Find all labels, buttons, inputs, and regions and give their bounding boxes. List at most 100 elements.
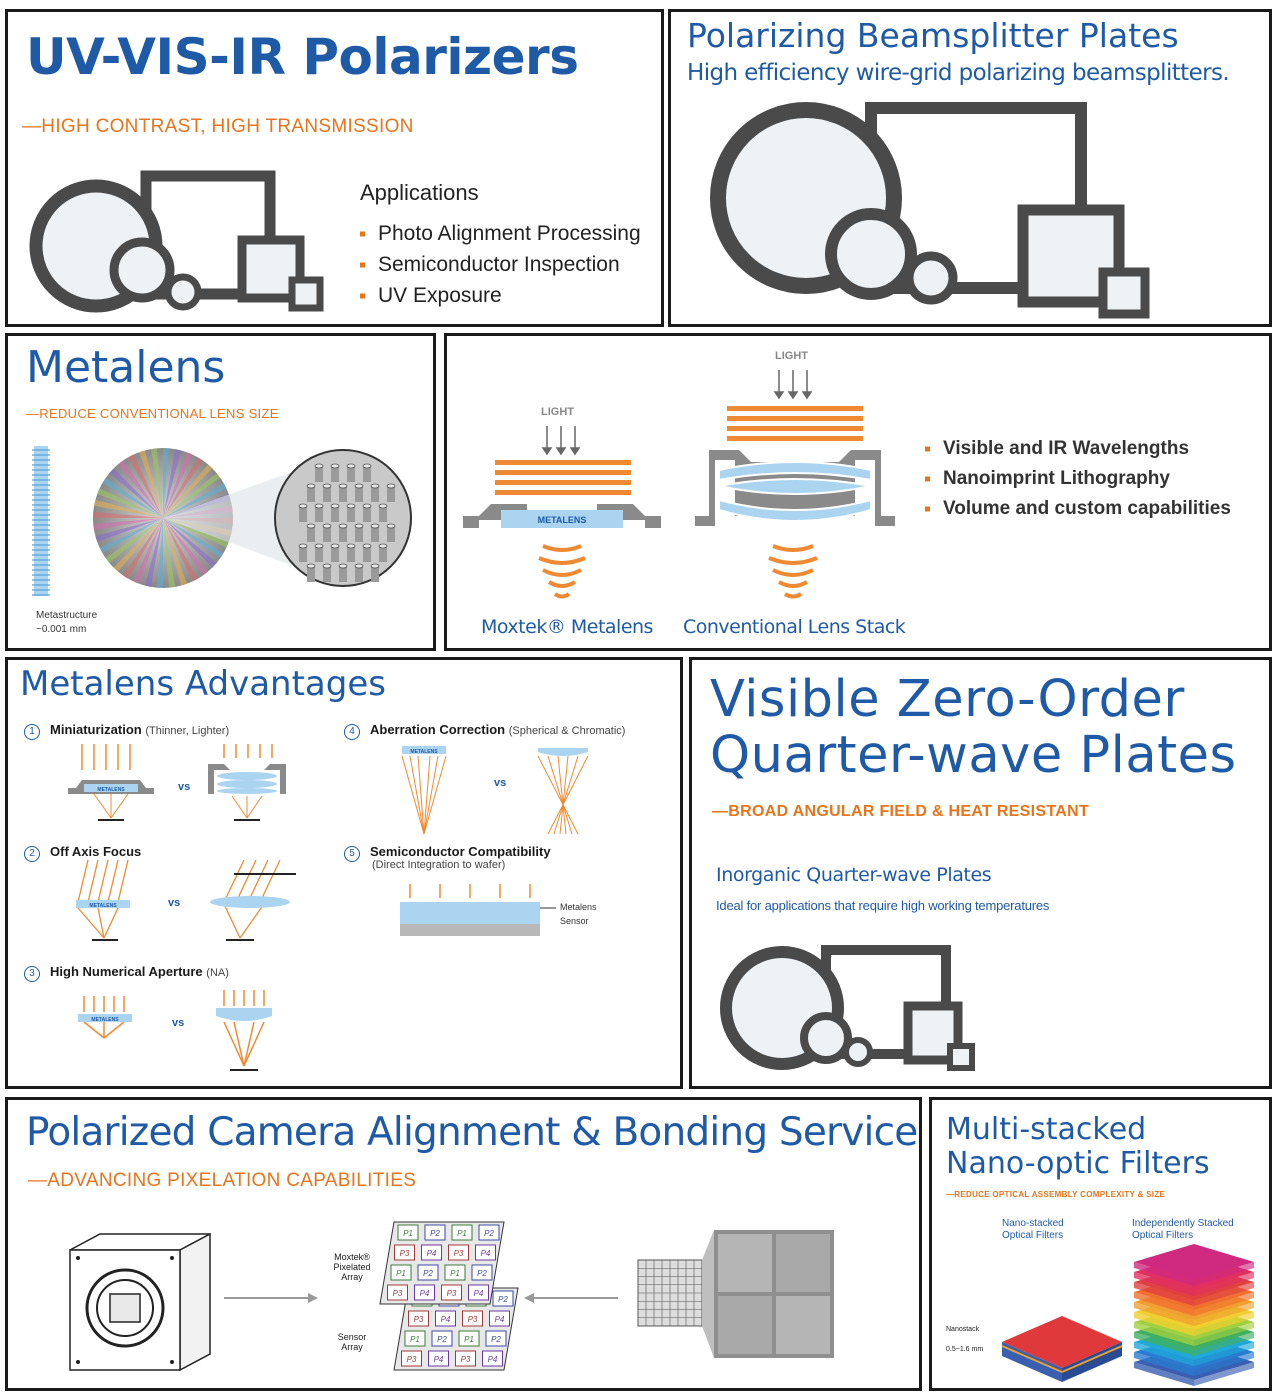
pixel-label: P3 [454, 1249, 464, 1258]
vs-label: vs [178, 781, 190, 793]
metalens-tag: METALENS [91, 1017, 119, 1023]
light-label: LIGHT [541, 406, 574, 418]
off-axis-diagram: METALENS vs [76, 859, 296, 941]
feature-item: Volume and custom capabilities [925, 494, 1231, 524]
camera-icon [69, 1232, 211, 1372]
item-label: Off Axis Focus [50, 844, 142, 859]
item-label: High Numerical Aperture [50, 964, 203, 979]
left-arrow-icon [524, 1293, 618, 1303]
item-number-badge: 3 [24, 966, 40, 982]
metastructure-size: ~0.001 mm [36, 624, 87, 635]
application-item: UV Exposure [360, 280, 641, 311]
vs-label: vs [494, 777, 506, 789]
independent-stack-label: Independently Stacked Optical Filters [1132, 1218, 1234, 1241]
item-number-badge: 2 [24, 846, 40, 862]
pixelated-array-label: Moxtek® Pixelated Array [333, 1252, 371, 1282]
camera-subtitle: —ADVANCING PIXELATION CAPABILITIES [28, 1170, 417, 1191]
pixel-label: P4 [434, 1355, 444, 1364]
quarter-wave-panel: Visible Zero-Order Quarter-wave Plates —… [689, 657, 1272, 1089]
beamsplitter-frames-image [710, 102, 1150, 319]
metalens-wafer-label: Metalens [560, 902, 597, 912]
pixel-label: P1 [457, 1229, 467, 1238]
metalens-title: Metalens [26, 342, 226, 393]
filters-title-line2: Nano-optic Filters [946, 1146, 1210, 1181]
pixel-label: P4 [427, 1249, 437, 1258]
metalens-diagram: METALENS [463, 426, 661, 599]
metastructure-label: Metastructure [36, 610, 98, 621]
pixel-label: P3 [400, 1249, 410, 1258]
beamsplitter-panel: Polarizing Beamsplitter Plates High effi… [668, 9, 1272, 327]
pixel-label: P1 [403, 1229, 413, 1238]
qwp-title-line1: Visible Zero-Order [710, 670, 1185, 729]
pixel-label: P1 [450, 1269, 460, 1278]
pixelated-array-diagram: P1P2P1P2P3P4P3P4P1P2P1P2P3P4P3P4P1P2P1P2… [379, 1221, 519, 1371]
sensor-wafer-label: Sensor [560, 916, 589, 926]
applications-heading: Applications [360, 180, 479, 205]
pixel-label: P3 [414, 1315, 424, 1324]
pixel-label: P4 [441, 1315, 451, 1324]
beamsplitter-subtitle: High efficiency wire-grid polarizing bea… [687, 60, 1230, 86]
advantage-item-miniaturization: 1 Miniaturization (Thinner, Lighter) [24, 722, 229, 740]
metastructure-scale-icon [32, 446, 50, 596]
item-note: (Direct Integration to wafer) [372, 859, 506, 871]
qwp-title-line2: Quarter-wave Plates [710, 726, 1237, 785]
pixel-label: P2 [423, 1269, 433, 1278]
item-note: (NA) [206, 967, 229, 979]
item-number-badge: 1 [24, 724, 40, 740]
application-item: Semiconductor Inspection [360, 249, 641, 280]
pixel-label: P3 [461, 1355, 471, 1364]
uv-polarizers-title: UV-VIS-IR Polarizers [26, 28, 579, 86]
sensor-array-label: Sensor Array [337, 1332, 367, 1352]
pixel-label: P3 [468, 1315, 478, 1324]
light-label: LIGHT [775, 350, 808, 362]
uv-polarizers-subtitle: —HIGH CONTRAST, HIGH TRANSMISSION [22, 116, 414, 137]
pixel-label: P2 [437, 1335, 447, 1344]
qwp-product-name: Inorganic Quarter-wave Plates [716, 864, 992, 886]
pixel-label: P4 [481, 1249, 491, 1258]
right-arrow-icon [224, 1293, 318, 1303]
feature-item: Visible and IR Wavelengths [925, 434, 1231, 464]
pixel-label: P2 [491, 1335, 501, 1344]
advantage-item-off-axis: 2 Off Axis Focus [24, 844, 141, 862]
nanostack-filter-image [1001, 1316, 1123, 1382]
beamsplitter-title: Polarizing Beamsplitter Plates [687, 16, 1179, 55]
pixel-label: P3 [447, 1289, 457, 1298]
numerical-aperture-diagram: METALENS vs [78, 990, 272, 1071]
nano-optic-filters-panel: Multi-stacked Nano-optic Filters —REDUCE… [929, 1097, 1272, 1391]
pixel-label: P3 [393, 1289, 403, 1298]
qwp-description: Ideal for applications that require high… [716, 898, 1050, 913]
metalens-panel: Metalens —REDUCE CONVENTIONAL LENS SIZE … [5, 333, 436, 651]
pixel-label: P1 [396, 1269, 406, 1278]
qwp-frames-image [720, 945, 975, 1071]
pixel-label: P4 [495, 1315, 505, 1324]
advantages-title: Metalens Advantages [20, 664, 386, 704]
metalens-advantages-panel: Metalens Advantages 1 Miniaturization (Th… [5, 657, 683, 1089]
item-label: Miniaturization [50, 722, 142, 737]
item-note: (Thinner, Lighter) [145, 725, 230, 737]
moxtek-metalens-caption: Moxtek® Metalens [481, 616, 653, 638]
metalens-tag: METALENS [89, 903, 117, 909]
camera-alignment-panel: Polarized Camera Alignment & Bonding Ser… [5, 1097, 922, 1391]
advantage-item-numerical-aperture: 3 High Numerical Aperture (NA) [24, 964, 229, 982]
nanostack-label: Nanostack [946, 1326, 980, 1333]
filters-title-line1: Multi-stacked [946, 1112, 1147, 1147]
metalens-wafer-image [93, 448, 412, 588]
pixel-label: P1 [464, 1335, 474, 1344]
pixel-label: P2 [498, 1295, 508, 1304]
nano-stacked-label: Nano-stacked Optical Filters [1002, 1218, 1064, 1241]
metalens-subtitle: —REDUCE CONVENTIONAL LENS SIZE [26, 406, 279, 421]
item-label: Aberration Correction [370, 722, 506, 737]
miniaturization-diagram: METALENS vs [68, 744, 286, 821]
metalens-tag: METALENS [410, 749, 438, 755]
item-label: Semiconductor Compatibility [370, 844, 551, 859]
pixel-label: P1 [410, 1335, 420, 1344]
vs-label: vs [172, 1017, 184, 1029]
nanostack-size: 0.5~1.6 mm [946, 1346, 984, 1353]
semiconductor-diagram [400, 884, 556, 936]
filters-subtitle: —REDUCE OPTICAL ASSEMBLY COMPLEXITY & SI… [946, 1190, 1166, 1199]
pixel-label: P4 [474, 1289, 484, 1298]
metalens-comparison-panel: LIGHT METALENS Moxtek® Metalens LIGHT [444, 333, 1272, 651]
conventional-lens-caption: Conventional Lens Stack [683, 616, 906, 638]
pixel-label: P4 [488, 1355, 498, 1364]
